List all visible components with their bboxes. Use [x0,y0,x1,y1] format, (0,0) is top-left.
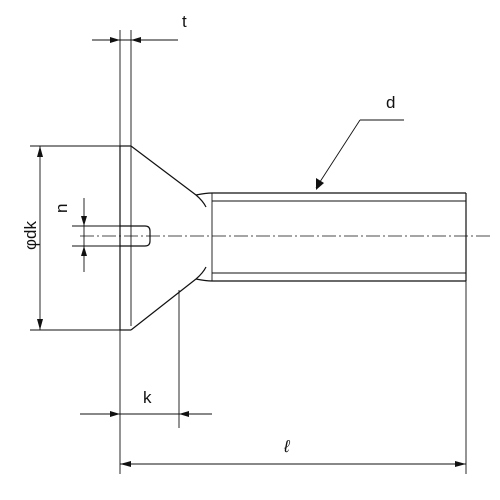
screw-outline [119,145,467,331]
dimension-n [72,198,120,272]
label-l: ℓ [283,437,290,456]
label-k: k [143,388,152,407]
dimension-d [315,119,404,190]
label-dk: φdk [21,221,40,250]
label-n: n [52,204,71,213]
dimension-dk [30,145,120,331]
label-d: d [386,93,395,112]
dimension-k [80,290,212,428]
dimension-t [92,30,178,150]
dimension-l [119,281,467,474]
label-t: t [182,12,187,31]
